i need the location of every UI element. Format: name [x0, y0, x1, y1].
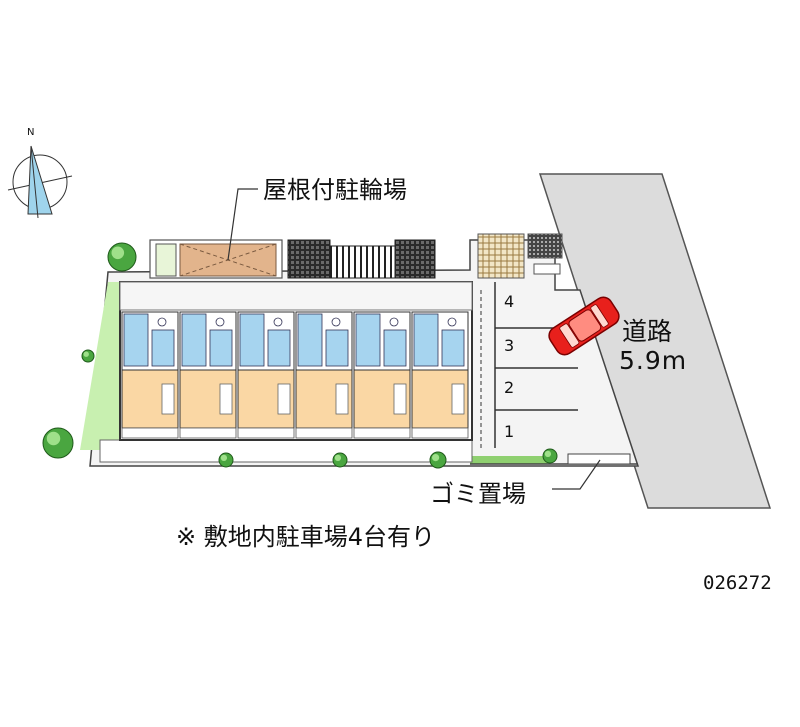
stair-steps — [329, 245, 396, 279]
parking-spot-number: 2 — [504, 378, 515, 397]
compass-icon — [7, 145, 73, 219]
lawn-bottom — [470, 456, 550, 464]
tree-icon — [42, 427, 74, 459]
lattice-block — [477, 233, 525, 279]
parking-spot-number: 1 — [504, 422, 515, 441]
tree-icon — [542, 448, 558, 464]
parking-spot-number: 4 — [504, 292, 515, 311]
apartment-unit — [179, 311, 237, 439]
property-code: 026272 — [703, 572, 772, 594]
apartment-unit — [237, 311, 295, 439]
parking-note: ※ 敷地内駐車場4台有り — [176, 523, 436, 551]
hedge-box — [155, 243, 177, 277]
stair-block-right — [394, 239, 436, 279]
garbage-area-label: ゴミ置場 — [430, 480, 526, 508]
garbage-leader — [552, 459, 601, 490]
road-width-label: 5.9m — [619, 346, 688, 375]
bike-leader — [227, 188, 258, 261]
garbage-box — [567, 453, 631, 465]
tree-icon — [332, 452, 348, 468]
apartment-unit — [295, 311, 353, 439]
apartment-unit — [353, 311, 411, 439]
apartment-unit — [121, 311, 179, 439]
corridor — [119, 281, 473, 311]
vent-block — [527, 233, 563, 259]
car-icon — [548, 296, 620, 356]
tree-icon — [218, 452, 234, 468]
stair-block — [287, 239, 331, 279]
bike-parking-label: 屋根付駐輪場 — [263, 176, 407, 204]
apartment-unit — [411, 311, 469, 439]
parking-spot-number: 3 — [504, 336, 515, 355]
north-label: N — [27, 127, 35, 138]
apartment-units — [121, 311, 469, 439]
road-label: 道路 — [622, 317, 673, 346]
lot-front — [99, 439, 473, 463]
tree-icon — [107, 242, 137, 272]
lawn-left — [80, 282, 122, 450]
tree-icon — [429, 451, 447, 469]
meter-box — [533, 263, 561, 275]
tree-icon — [81, 349, 95, 363]
trees — [42, 242, 558, 469]
